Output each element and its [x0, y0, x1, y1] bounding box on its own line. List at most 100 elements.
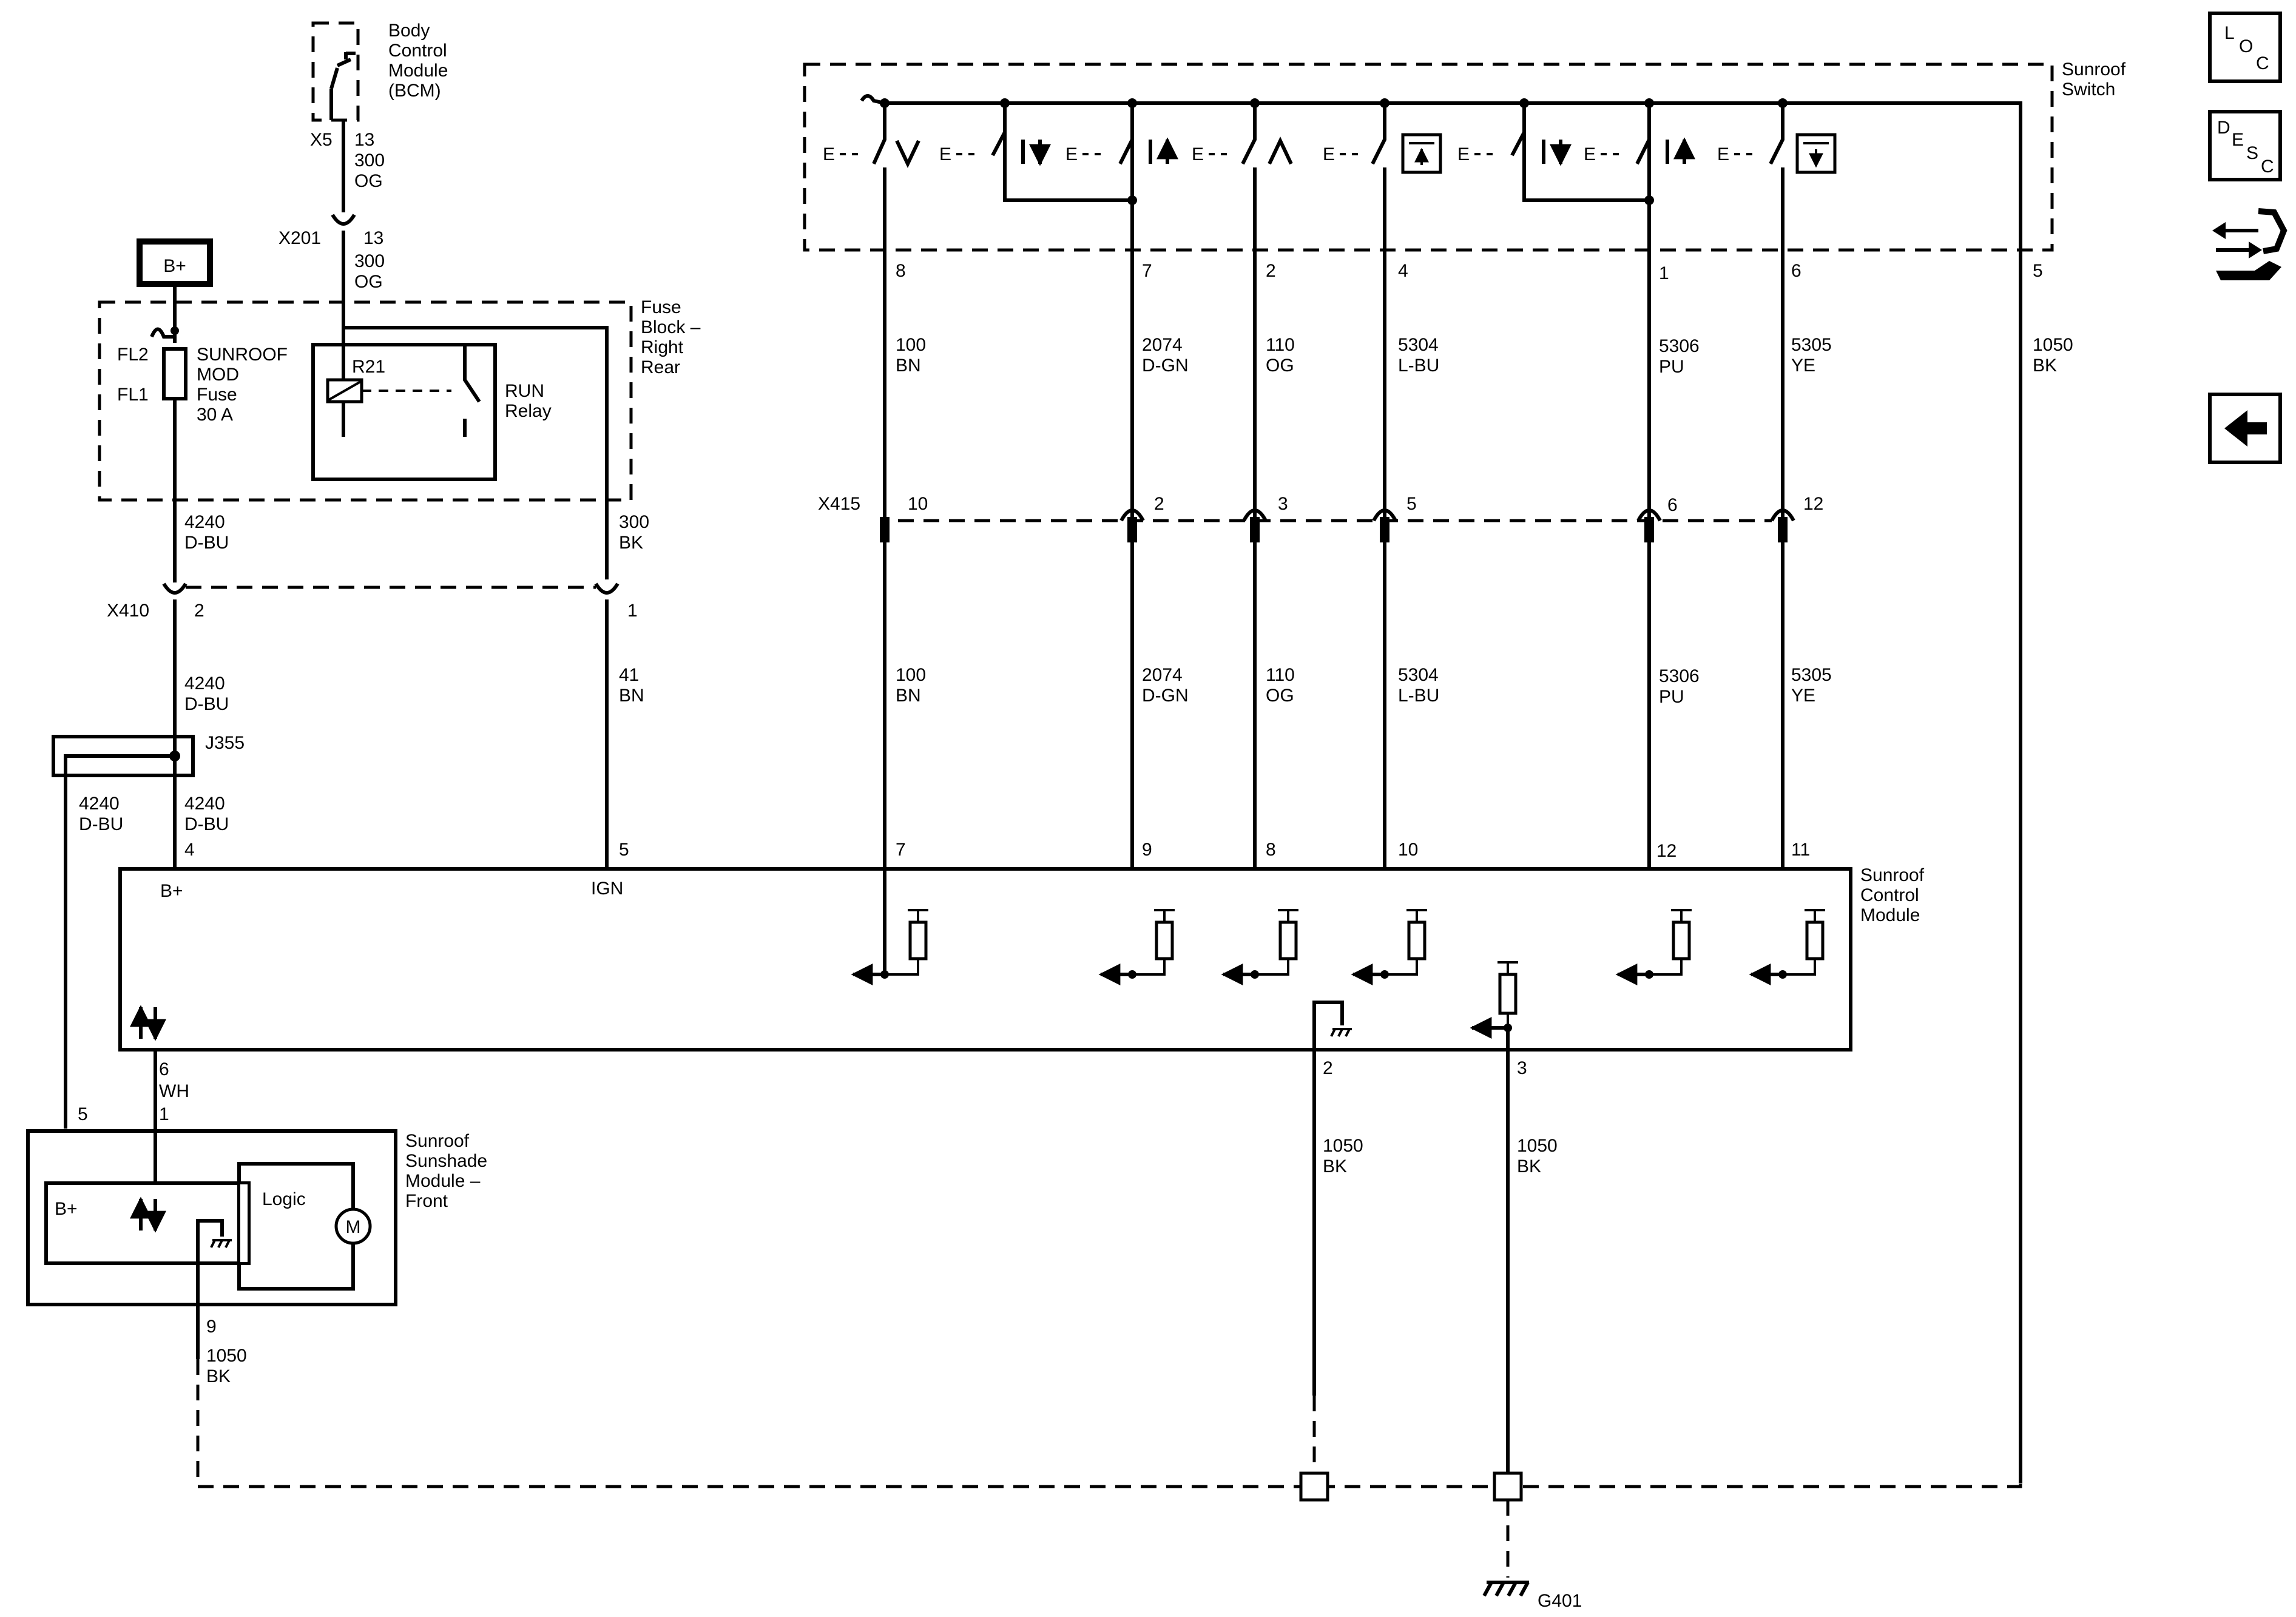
run-relay — [311, 343, 497, 481]
sunshade-slide-open-icon — [1667, 140, 1684, 164]
sw-circuit-5b: 5306 — [1659, 666, 1700, 686]
sw-circuit-4: 5304 — [1398, 335, 1439, 355]
sw-circuit-6b: 5305 — [1791, 665, 1832, 685]
splice-left-circuit: 4240 — [79, 794, 120, 814]
back-button[interactable] — [2208, 393, 2282, 464]
sunroof-switch-line-2: Switch — [2062, 79, 2115, 100]
sunroof-switch: Sunroof Switch E E E — [803, 59, 2126, 1484]
x201-pin: 13 — [363, 228, 383, 248]
fuse-block-line-3: Right — [641, 337, 684, 357]
sw-color-2b: D-GN — [1142, 686, 1189, 706]
switch-wire-col-2: 7 2074 D-GN 2 2074 D-GN 9 — [1130, 261, 1189, 869]
x410-pin-b: 1 — [627, 601, 638, 621]
pin3-circuit-icon — [1470, 961, 1518, 1039]
bcm-line-2: Control — [388, 41, 447, 61]
scm-line-3: Module — [1860, 905, 1920, 925]
switch-marker: E — [1457, 144, 1470, 164]
scm-pin-2: 9 — [1142, 840, 1152, 860]
tilt-down-icon — [895, 140, 920, 169]
relay-line-2: Relay — [505, 401, 552, 421]
sw-color-4b: L-BU — [1398, 686, 1439, 706]
sunshade-gnd-circuit: 1050 — [206, 1346, 247, 1366]
x201-circuit: 300 — [354, 251, 385, 271]
switch-marker: E — [939, 144, 951, 164]
splice-right-color: D-BU — [184, 814, 229, 834]
splice-id: J355 — [205, 733, 245, 753]
sw-pin-6: 6 — [1791, 261, 1801, 281]
chassis-ground-icon — [1482, 1581, 1530, 1597]
switch-marker: E — [1192, 144, 1204, 164]
description-view-button[interactable]: D E S C — [2208, 110, 2282, 181]
connector-x415: X415 — [818, 494, 1795, 542]
sunshade-label-logic: Logic — [262, 1189, 306, 1209]
sunshade-gnd-color: BK — [206, 1366, 231, 1386]
sw-circuit-6: 5305 — [1791, 335, 1832, 355]
connector-x410: X410 2 1 — [107, 582, 638, 621]
x201-connector: X201 — [279, 228, 321, 248]
switch-wire-col-5: 1 5306 PU 6 5306 PU 12 — [1647, 263, 1700, 869]
body-control-module: Body Control Module (BCM) X5 13 300 OG — [310, 21, 448, 191]
desc-letter-4: C — [2261, 157, 2274, 177]
sunshade-label-bplus: B+ — [55, 1199, 78, 1219]
scm-pin-5: 12 — [1656, 841, 1676, 861]
scm-pin-3: 8 — [1266, 840, 1276, 860]
switch-marker: E — [1717, 144, 1729, 164]
connector-x201: X201 13 300 OG — [279, 214, 385, 292]
sunshade-pin-data: 1 — [159, 1104, 169, 1124]
bcm-pin: 13 — [354, 130, 374, 150]
scm-line-2: Control — [1860, 885, 1919, 905]
bcm-line-4: (BCM) — [388, 81, 441, 101]
x410-pin-a: 2 — [194, 601, 204, 621]
sw-pin-2: 7 — [1142, 261, 1152, 281]
switch-marker: E — [823, 144, 835, 164]
switch-marker: E — [1323, 144, 1335, 164]
fuse-block-right-rear: Fuse Block – Right Rear FL2 FL1 SUNROOF … — [98, 297, 701, 502]
data-arrows-icon — [130, 1005, 166, 1041]
scm-pin3-circuit: 1050 — [1517, 1136, 1558, 1156]
x415-pin-2: 2 — [1154, 494, 1164, 514]
x410-a-color: D-BU — [184, 694, 229, 714]
splice-left-color: D-BU — [79, 814, 123, 834]
sw-color-4: L-BU — [1398, 356, 1439, 376]
location-view-button[interactable]: L O C — [2208, 12, 2282, 83]
scm-data-pin: 6 — [159, 1059, 169, 1079]
bplus-source-label: B+ — [163, 256, 186, 276]
relay-id: R21 — [352, 357, 385, 377]
switch-actuator-labels: E E E E E E E E — [823, 135, 1837, 172]
loc-letter-3: C — [2256, 53, 2269, 73]
sunshade-pin-gnd: 9 — [206, 1317, 217, 1337]
sw-color-3: OG — [1266, 356, 1294, 376]
bcm-circuit: 300 — [354, 150, 385, 170]
motor-label: M — [346, 1217, 361, 1237]
input-pullup-resistors — [851, 869, 1825, 985]
sw-color-2: D-GN — [1142, 356, 1189, 376]
sw-pin-4: 4 — [1398, 261, 1408, 281]
sw-color-6: YE — [1791, 356, 1815, 376]
x410-connector: X410 — [107, 601, 149, 621]
ground-bus: G401 — [196, 1359, 2022, 1611]
tilt-up-icon — [1268, 136, 1293, 165]
fuse-block-line-4: Rear — [641, 357, 680, 377]
splice-j355: J355 — [52, 733, 245, 1129]
sunshade-data-arrows-icon — [130, 1197, 166, 1233]
sw-color-3b: OG — [1266, 686, 1294, 706]
scm-data-color: WH — [159, 1081, 189, 1101]
switch-marker: E — [1584, 144, 1596, 164]
sunshade-close-icon — [1544, 140, 1561, 164]
sw-color-6b: YE — [1791, 686, 1815, 706]
x201-color: OG — [354, 272, 383, 292]
wire-x201-relay — [342, 231, 609, 579]
sw-circuit-2b: 2074 — [1142, 665, 1183, 685]
x415-pin-4: 5 — [1406, 494, 1417, 514]
scm-pin-bplus: 4 — [184, 840, 195, 860]
sunshade-line-3: Module – — [405, 1171, 481, 1191]
connector-repair-icon[interactable] — [2212, 208, 2288, 280]
scm-pin-1: 7 — [896, 840, 906, 860]
sunroof-switch-line-1: Sunroof — [2062, 59, 2126, 79]
sw-color-5: PU — [1659, 357, 1684, 377]
loc-letter-1: L — [2224, 23, 2235, 43]
scm-pin-6: 11 — [1791, 840, 1810, 860]
sw-pin-1: 8 — [896, 261, 906, 281]
sw-pin-3: 2 — [1266, 261, 1276, 281]
